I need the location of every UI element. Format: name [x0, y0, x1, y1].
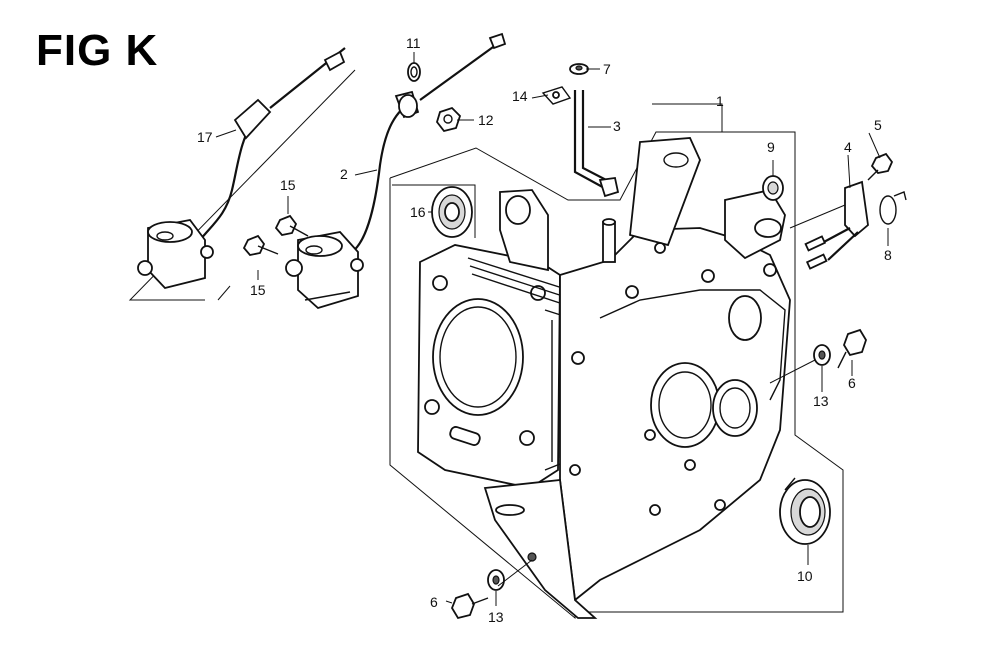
- callout-12: 12: [478, 112, 494, 128]
- part-washer-13a: [813, 344, 831, 366]
- part-rod: [573, 90, 620, 198]
- part-clamp: [879, 191, 907, 225]
- part-switch-cable: [137, 47, 346, 290]
- callout-16: 16: [410, 204, 426, 220]
- callout-4: 4: [844, 139, 852, 155]
- callout-6b: 6: [430, 594, 438, 610]
- part-screw-5: [867, 152, 894, 181]
- part-oil-seal-small: [392, 184, 476, 238]
- part-bolt-6a: [837, 328, 867, 369]
- part-oil-sensor: [789, 180, 869, 270]
- part-oil-seal-large: [779, 477, 831, 545]
- callout-15b: 15: [250, 282, 266, 298]
- callout-2: 2: [340, 166, 348, 182]
- assembly-frame: [389, 131, 844, 620]
- callout-5: 5: [874, 117, 882, 133]
- left-subframe: [128, 69, 356, 301]
- callout-labels: 1 2 3 4 5 6 6 7 8 9 10 11 12 13 13 14 15…: [197, 35, 892, 625]
- callout-13b: 13: [488, 609, 504, 625]
- callout-14: 14: [512, 88, 528, 104]
- part-sensor-cable: [351, 32, 507, 253]
- part-sensor-body: [217, 231, 364, 310]
- callout-8: 8: [884, 247, 892, 263]
- part-plug: [762, 175, 784, 201]
- callout-11: 11: [406, 35, 421, 51]
- callout-3: 3: [613, 118, 621, 134]
- leader-lines: [215, 52, 889, 606]
- part-bolts-15: [242, 214, 309, 256]
- callout-6a: 6: [848, 375, 856, 391]
- callout-13a: 13: [813, 393, 829, 409]
- figure-title: FIG K: [36, 26, 159, 75]
- part-washer: [569, 63, 589, 75]
- part-bolt-6b: [450, 592, 489, 620]
- cylinder-crankcase: [417, 137, 791, 619]
- callout-7: 7: [603, 61, 611, 77]
- part-small-seal: [407, 62, 421, 82]
- callout-15a: 15: [280, 177, 296, 193]
- part-nut: [436, 106, 462, 133]
- callout-9: 9: [767, 139, 775, 155]
- part-washer-13b: [487, 569, 505, 591]
- callout-10: 10: [797, 568, 813, 584]
- callout-1: 1: [716, 93, 724, 109]
- part-clip: [541, 86, 572, 105]
- callout-17: 17: [197, 129, 213, 145]
